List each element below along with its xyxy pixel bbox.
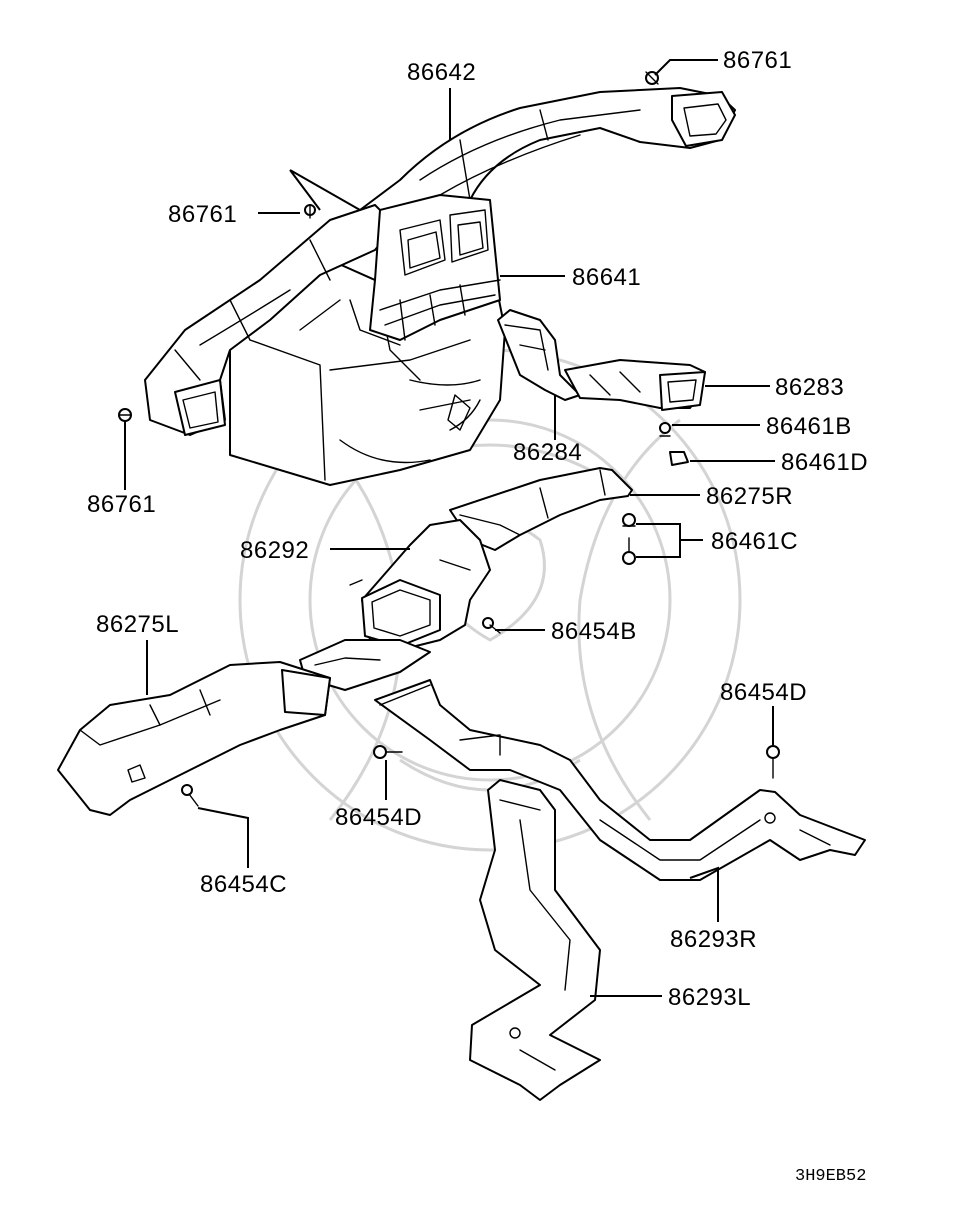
label-86275R: 86275R bbox=[706, 483, 793, 510]
duct-86292 bbox=[299, 519, 491, 691]
label-86461D: 86461D bbox=[781, 449, 868, 476]
fastener-86761-bottom-icon bbox=[118, 408, 132, 422]
label-86454D-center: 86454D bbox=[335, 804, 422, 831]
label-86461C: 86461C bbox=[711, 528, 798, 555]
label-86284: 86284 bbox=[513, 439, 582, 466]
label-86283: 86283 bbox=[775, 374, 844, 401]
fastener-86454D-right-icon bbox=[766, 745, 780, 779]
duct-86275L bbox=[57, 661, 331, 816]
label-86454C: 86454C bbox=[200, 871, 287, 898]
callout-labels: 86642 86761 86761 86641 86283 86461B 862… bbox=[87, 47, 868, 1186]
label-86275L: 86275L bbox=[96, 611, 179, 638]
label-86293R: 86293R bbox=[670, 926, 757, 953]
label-86761-top: 86761 bbox=[723, 47, 792, 74]
fastener-86454C-icon bbox=[181, 784, 199, 807]
duct-86283 bbox=[564, 359, 706, 411]
leader-lines bbox=[124, 59, 775, 997]
diagram-code: 3H9EB52 bbox=[795, 1167, 866, 1186]
fastener-86461C-icon bbox=[622, 513, 636, 565]
duct-86642 bbox=[359, 87, 736, 221]
fastener-86454D-center-icon bbox=[373, 745, 403, 759]
fastener-86461D-icon bbox=[669, 451, 689, 466]
duct-86293L bbox=[469, 779, 601, 1101]
duct-86275R bbox=[449, 467, 633, 551]
label-86454D-right: 86454D bbox=[720, 679, 807, 706]
label-86641: 86641 bbox=[572, 264, 641, 291]
label-86761-bottom: 86761 bbox=[87, 491, 156, 518]
label-86292: 86292 bbox=[240, 537, 309, 564]
heater-unit-86641 bbox=[144, 194, 506, 486]
label-86761-left: 86761 bbox=[168, 201, 237, 228]
label-86293L: 86293L bbox=[668, 984, 751, 1011]
label-86642: 86642 bbox=[407, 59, 476, 86]
fastener-86761-left-icon bbox=[304, 204, 316, 219]
duct-86293R bbox=[374, 679, 866, 881]
label-86454B: 86454B bbox=[551, 618, 637, 645]
duct-86284 bbox=[497, 309, 581, 401]
label-86461B: 86461B bbox=[766, 413, 852, 440]
fastener-86461B-icon bbox=[659, 422, 671, 437]
